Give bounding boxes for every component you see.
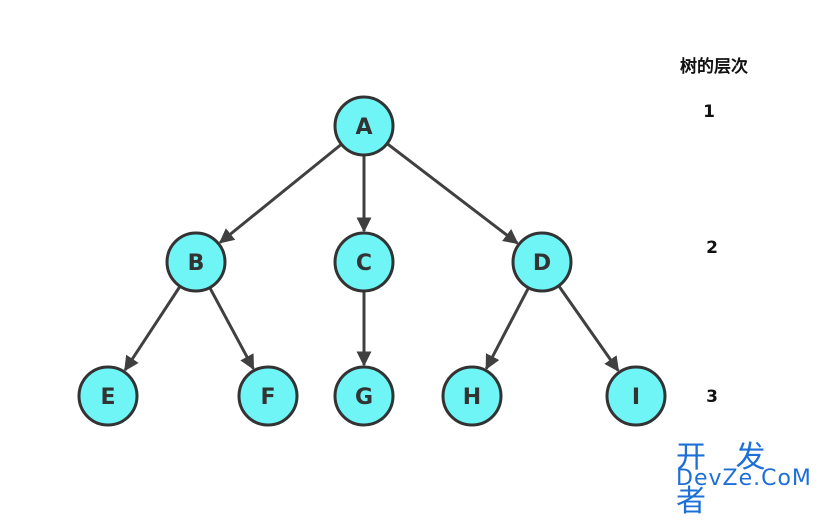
edge-b-f — [208, 286, 255, 371]
level-1-label: 1 — [703, 102, 715, 122]
node-b-circle — [165, 231, 227, 293]
node-i-circle — [605, 365, 667, 427]
watermark-en: DevZe.CoM — [676, 466, 812, 491]
node-g-label: G — [355, 385, 373, 410]
nodes: A B C D E F G H I — [77, 95, 667, 427]
edges — [123, 142, 620, 372]
node-a-label: A — [355, 115, 372, 140]
node-g-circle — [333, 365, 395, 427]
node-f-circle — [237, 365, 299, 427]
node-i-label: I — [632, 385, 640, 410]
node-d-circle — [511, 231, 573, 293]
level-header: 树的层次 — [680, 57, 748, 77]
node-f: F — [237, 365, 299, 427]
node-e: E — [77, 365, 139, 427]
level-3-label: 3 — [706, 387, 718, 407]
node-h-circle — [441, 365, 503, 427]
node-b-label: B — [188, 251, 205, 276]
edge-d-h — [485, 287, 530, 370]
node-h-label: H — [463, 385, 481, 410]
tree-diagram: A B C D E F G H I — [77, 95, 667, 427]
edge-a-b — [218, 143, 343, 244]
node-c-circle — [333, 231, 395, 293]
node-h: H — [441, 365, 503, 427]
node-a-circle — [333, 95, 395, 157]
node-f-label: F — [260, 385, 275, 410]
node-a: A — [333, 95, 395, 157]
node-c: C — [333, 231, 395, 293]
edge-d-i — [557, 284, 620, 372]
node-d: D — [511, 231, 573, 293]
level-2-label: 2 — [706, 238, 718, 258]
node-g: G — [333, 365, 395, 427]
node-c-label: C — [356, 251, 372, 276]
node-d-label: D — [533, 251, 551, 276]
node-b: B — [165, 231, 227, 293]
node-e-circle — [77, 365, 139, 427]
edge-b-e — [123, 285, 182, 372]
node-i: I — [605, 365, 667, 427]
edge-a-d — [386, 142, 519, 245]
node-e-label: E — [100, 385, 115, 410]
